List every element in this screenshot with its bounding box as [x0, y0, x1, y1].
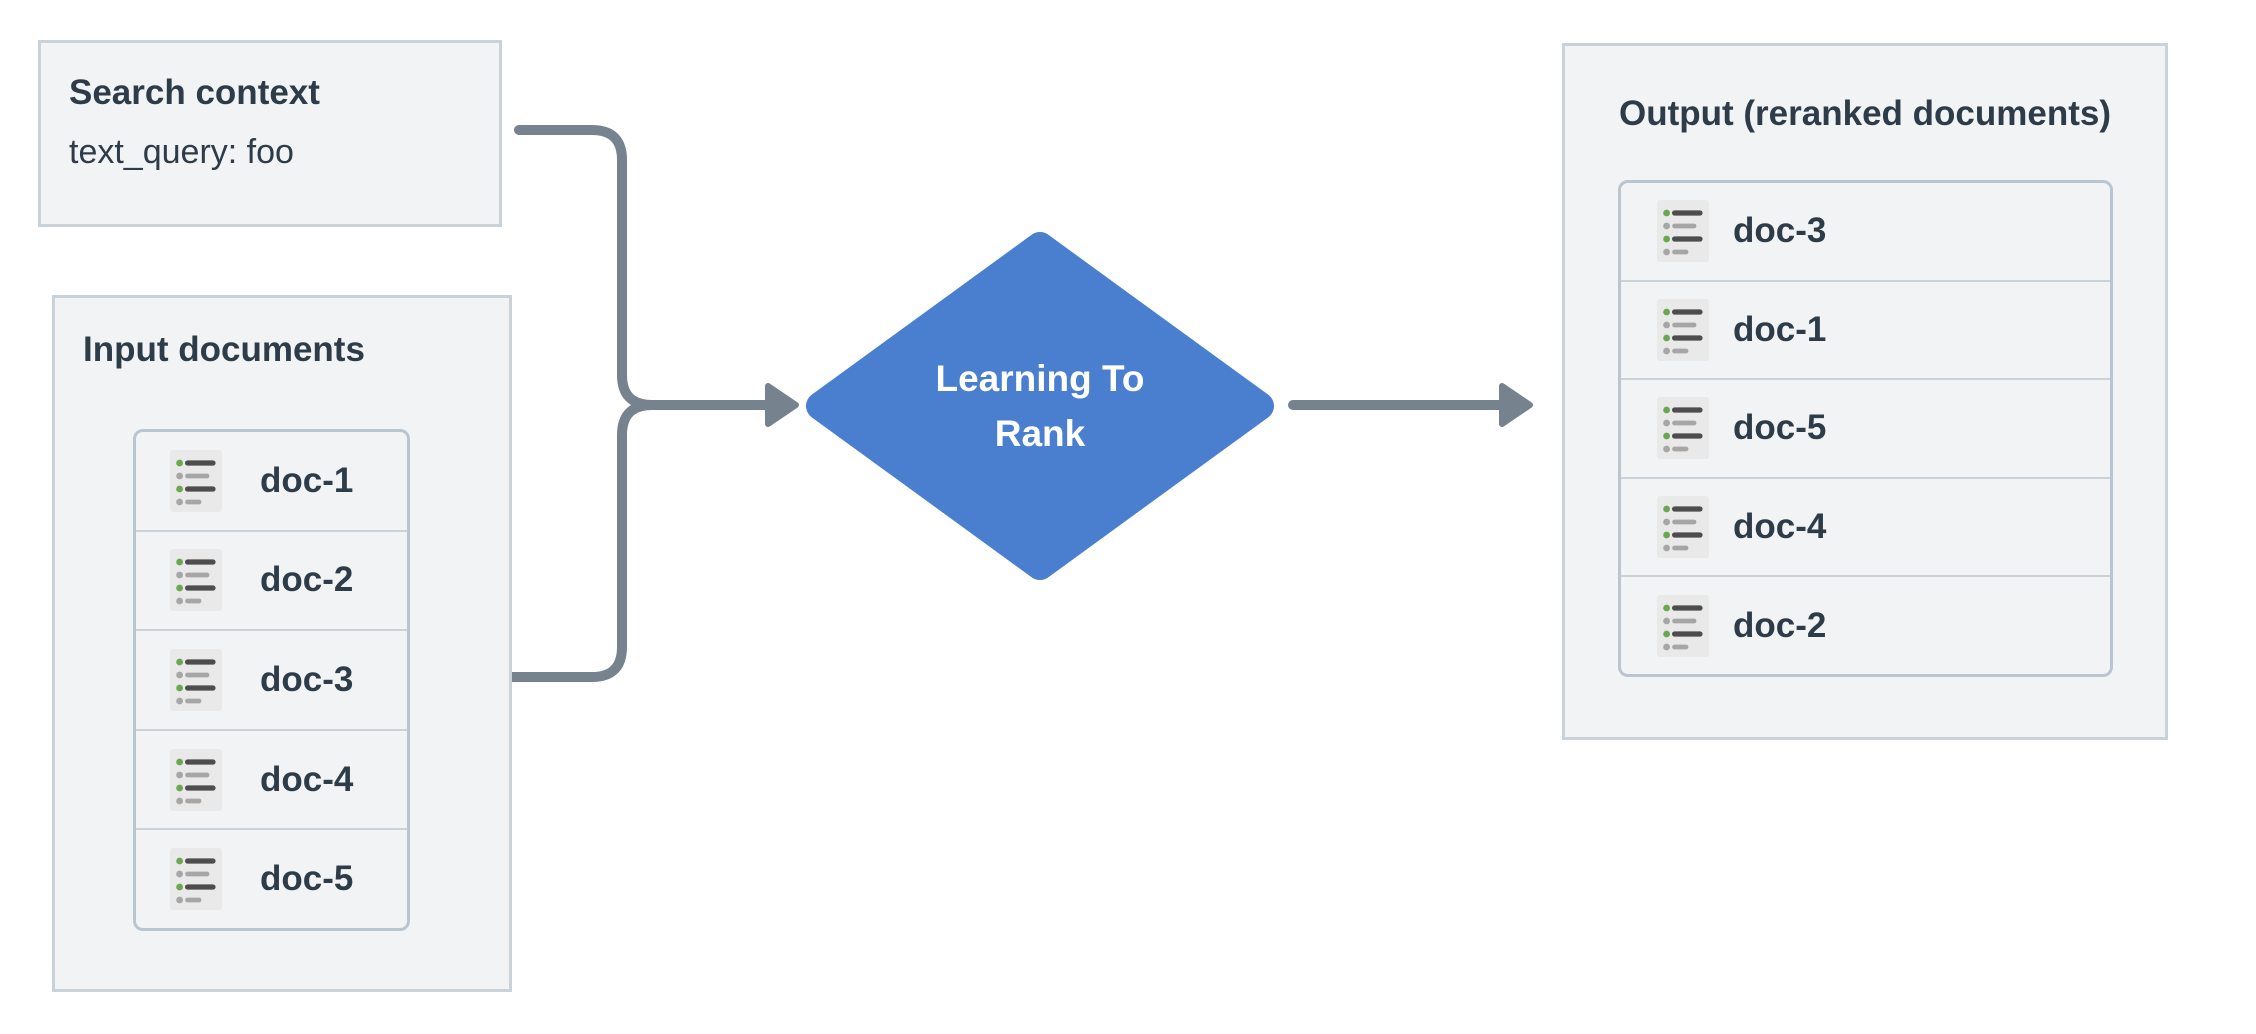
doc-row: doc-5 [136, 830, 407, 928]
arrowhead-into-diamond [765, 383, 799, 427]
input-documents-box: Input documents doc-1 [52, 295, 512, 992]
doc-label: doc-2 [260, 560, 354, 600]
search-context-title: Search context [69, 73, 320, 112]
doc-row: doc-4 [136, 731, 407, 831]
doc-row: doc-2 [136, 532, 407, 632]
bulleted-list-icon [170, 648, 222, 711]
bulleted-list-icon [170, 549, 222, 612]
learning-to-rank-label: Learning To Rank [820, 246, 1260, 566]
arrow-from-search-context [514, 125, 657, 410]
doc-label: doc-4 [260, 759, 354, 799]
doc-label: doc-2 [1733, 605, 1827, 645]
search-context-box: Search context text_query: foo [38, 40, 502, 227]
doc-label: doc-1 [1733, 309, 1827, 349]
output-documents-box: Output (reranked documents) [1562, 43, 2168, 740]
bulleted-list-icon [1657, 594, 1709, 657]
output-documents-list: doc-3 doc-1 [1618, 180, 2113, 677]
search-context-query: text_query: foo [69, 133, 294, 171]
doc-row: doc-4 [1621, 479, 2110, 578]
doc-row: doc-3 [136, 631, 407, 731]
learning-to-rank-label-line1: Learning To [935, 357, 1145, 399]
doc-label: doc-5 [1733, 408, 1827, 448]
doc-row: doc-1 [1621, 282, 2110, 381]
bulleted-list-icon [1657, 397, 1709, 460]
learning-to-rank-label-line2: Rank [994, 413, 1086, 454]
doc-label: doc-3 [260, 659, 354, 699]
doc-row: doc-5 [1621, 380, 2110, 479]
doc-row: doc-1 [136, 432, 407, 532]
doc-row: doc-3 [1621, 183, 2110, 282]
bulleted-list-icon [170, 449, 222, 512]
bulleted-list-icon [1657, 298, 1709, 361]
bulleted-list-icon [1657, 200, 1709, 263]
diamond-shape [806, 232, 1274, 580]
output-documents-title: Output (reranked documents) [1619, 94, 2111, 133]
doc-label: doc-5 [260, 859, 354, 899]
arrowhead-into-output [1499, 383, 1533, 427]
bulleted-list-icon [170, 848, 222, 911]
bulleted-list-icon [170, 748, 222, 811]
input-documents-list: doc-1 doc-2 [133, 429, 410, 931]
arrow-from-input-documents [505, 400, 657, 682]
doc-label: doc-4 [1733, 507, 1827, 547]
doc-row: doc-2 [1621, 577, 2110, 674]
input-documents-title: Input documents [83, 330, 365, 369]
doc-label: doc-1 [260, 460, 354, 500]
bulleted-list-icon [1657, 496, 1709, 559]
doc-label: doc-3 [1733, 211, 1827, 251]
